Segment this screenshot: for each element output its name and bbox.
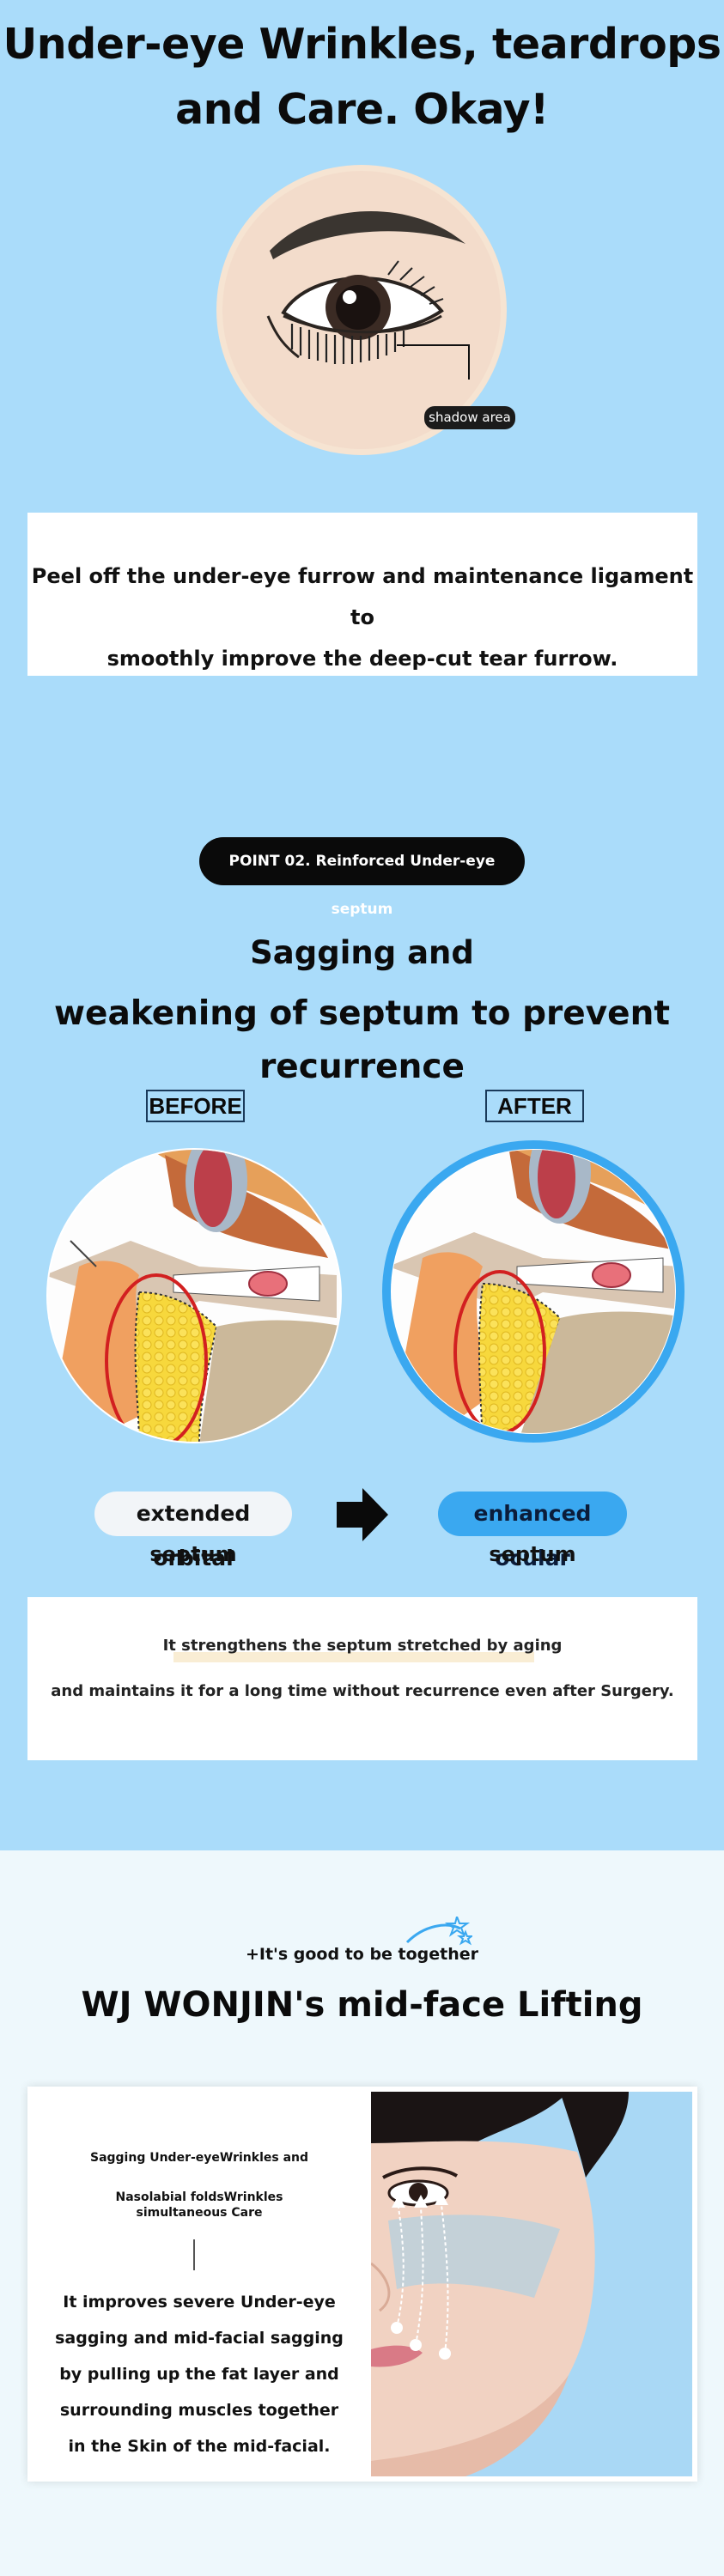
hero-title-line1: Under-eye Wrinkles, teardrops: [3, 20, 721, 69]
card-subtitle-line2b: simultaneous Care: [136, 2206, 263, 2220]
right-arrow-icon: [337, 1488, 388, 1541]
shadow-area-tag: shadow area: [424, 406, 515, 429]
card-body-line: surrounding muscles together: [59, 2401, 339, 2420]
info-box-1-line1: Peel off the under-eye furrow and mainte…: [31, 564, 694, 629]
card-divider: [193, 2239, 195, 2270]
card-body-line: sagging and mid-facial sagging: [55, 2329, 344, 2348]
sparkle-icon: [405, 1917, 472, 1946]
enhanced-septum-label: septum: [489, 1542, 576, 1566]
card-body-line: by pulling up the fat layer and: [59, 2365, 339, 2384]
septum-heading-line2: weakening of septum to prevent recurrenc…: [54, 994, 670, 1086]
septum-heading-line1: Sagging and: [250, 934, 474, 971]
after-label: AFTER: [485, 1090, 584, 1122]
info-box-2-line1: It strengthens the septum stretched by a…: [162, 1637, 563, 1655]
before-anatomy-image: [46, 1148, 342, 1443]
info-box-1-line2: smoothly improve the deep-cut tear furro…: [106, 647, 618, 671]
together-tagline: +It's good to be together: [245, 1945, 479, 1964]
hero-title: Under-eye Wrinkles, teardrops and Care. …: [0, 12, 724, 143]
text-highlight: [173, 1652, 534, 1662]
extended-septum-label: septum: [149, 1542, 237, 1566]
card-body-line: It improves severe Under-eye: [63, 2293, 336, 2312]
point-pill: POINT 02. Reinforced Under-eye septum: [199, 837, 525, 918]
midface-card: Sagging Under-eyeWrinkles and Nasolabial…: [27, 2087, 697, 2482]
card-subtitle-line2a: Nasolabial foldsWrinkles: [115, 2190, 283, 2204]
info-box-2: It strengthens the septum stretched by a…: [27, 1597, 697, 1760]
card-body-line: in the Skin of the mid-facial.: [68, 2437, 331, 2456]
info-box-1-text: Peel off the under-eye furrow and mainte…: [27, 556, 697, 679]
card-subtitle-line1: Sagging Under-eyeWrinkles and: [89, 2151, 309, 2165]
info-box-2-line2: and maintains it for a long time without…: [51, 1682, 674, 1700]
face-photo: [371, 2092, 692, 2476]
card-body: It improves severe Under-eye sagging and…: [27, 2284, 371, 2464]
eye-illustration: [216, 165, 507, 455]
enhanced-ocular-pill: enhanced ocular: [438, 1492, 627, 1571]
card-subtitle-line2: Nasolabial foldsWrinkles simultaneous Ca…: [27, 2190, 371, 2221]
extended-orbital-pill: extended orbital: [94, 1492, 292, 1571]
info-box-1: Peel off the under-eye furrow and mainte…: [27, 513, 697, 676]
hero-title-line2: and Care. Okay!: [175, 85, 549, 134]
before-label: BEFORE: [146, 1090, 245, 1122]
after-anatomy-image: [382, 1140, 684, 1443]
midface-title: WJ WONJIN's mid-face Lifting: [81, 1985, 643, 2025]
